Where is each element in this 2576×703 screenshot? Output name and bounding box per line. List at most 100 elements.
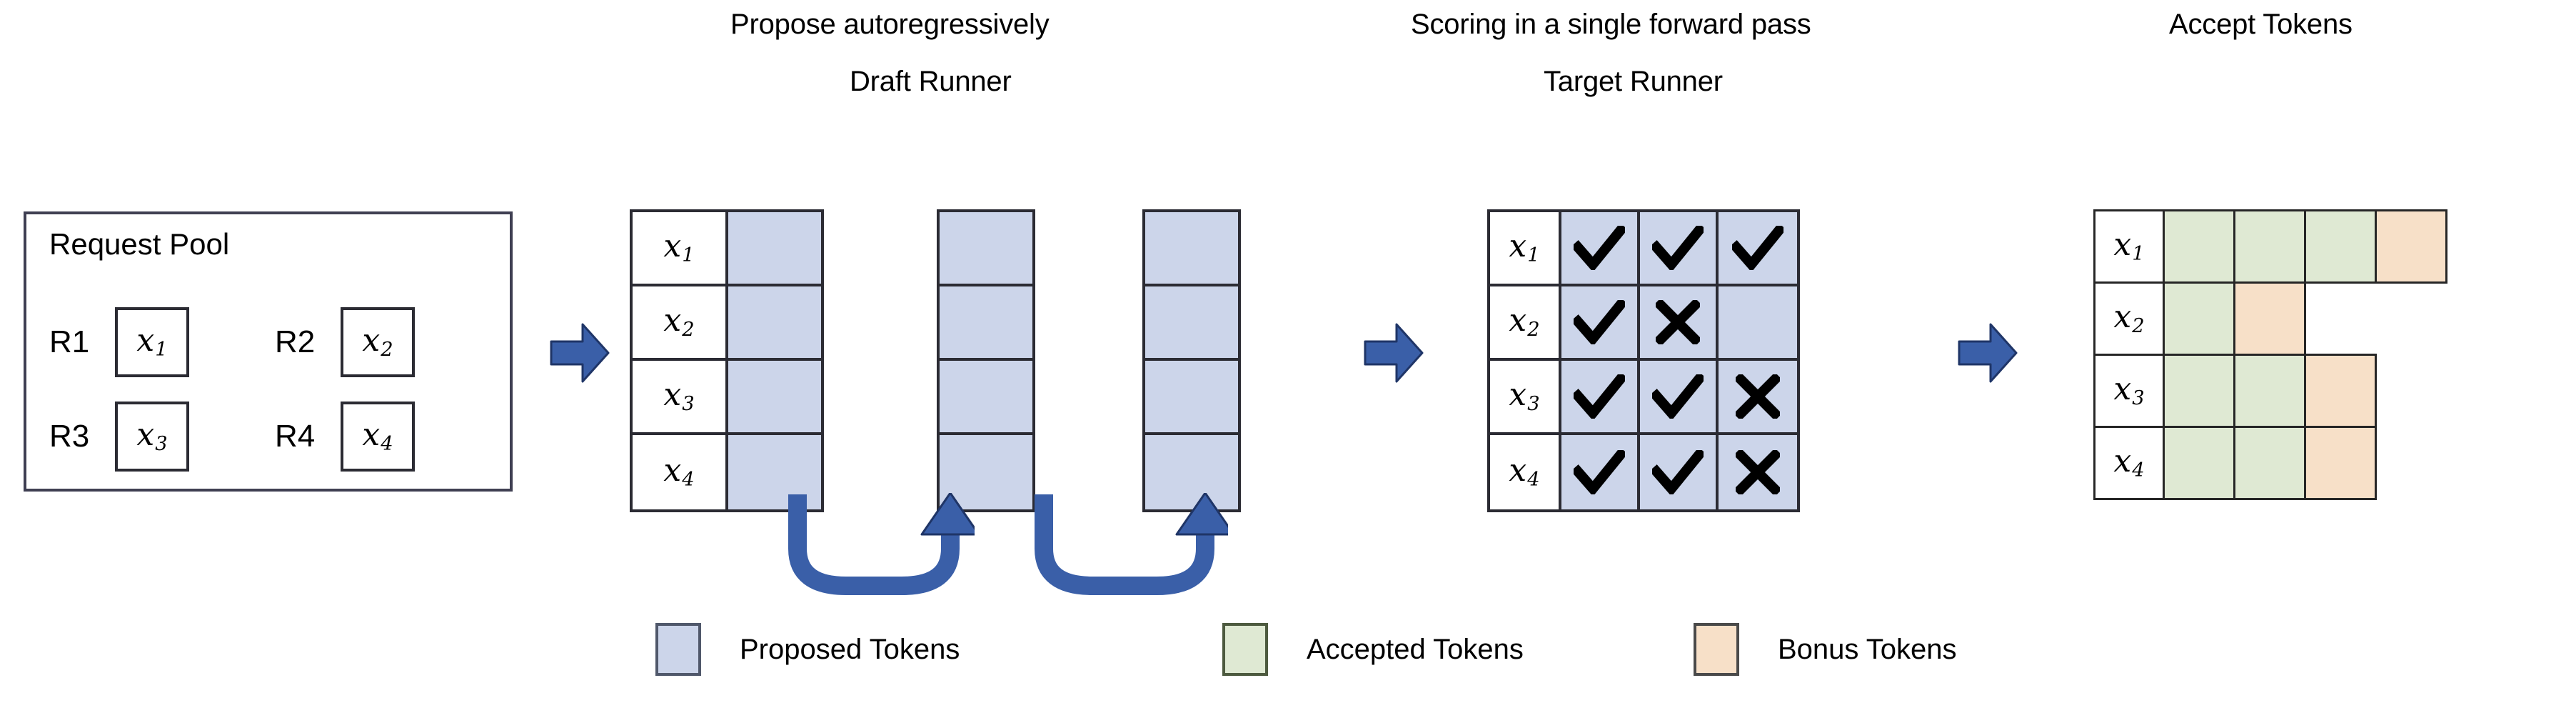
- request-token-box-r1: x1: [115, 307, 189, 377]
- draft-row-label-x4: x4: [633, 435, 725, 509]
- accept-row-x1: x1: [2093, 209, 2447, 284]
- request-label-r4: R4: [275, 419, 316, 454]
- accepted-token-cell: [2233, 354, 2306, 428]
- draft-proposal-step-3: [1142, 209, 1241, 512]
- heading-target-runner: Target Runner: [1544, 66, 1723, 97]
- request-item-r3: R3 x3: [49, 402, 189, 472]
- check-icon: [1574, 450, 1625, 494]
- accept-row-label-x3: x3: [2093, 354, 2165, 428]
- flow-arrow-target-to-accept: [1958, 320, 2018, 389]
- legend-label-accepted: Accepted Tokens: [1307, 633, 1524, 665]
- bonus-token-cell: [2375, 209, 2447, 284]
- heading-scoring-single-forward-pass: Scoring in a single forward pass: [1411, 9, 1811, 40]
- heading-accept-tokens: Accept Tokens: [2169, 9, 2353, 40]
- curved-loop-arrow-icon: [788, 492, 980, 595]
- request-label-r1: R1: [49, 324, 90, 359]
- accepted-token-cell: [2163, 354, 2235, 428]
- bonus-token-cell: [2233, 281, 2306, 356]
- recurrence-arrow-step2-to-step3: [1028, 492, 1235, 622]
- check-icon: [1574, 226, 1625, 270]
- target-score-cell-r1c2: [1640, 212, 1719, 286]
- request-item-r2: R2 x2: [275, 307, 415, 377]
- target-score-cell-r3c2: [1640, 361, 1719, 435]
- request-label-r3: R3: [49, 419, 90, 454]
- target-row-label-x1: x1: [1490, 212, 1561, 286]
- legend-swatch-bonus-icon: [1694, 623, 1739, 676]
- proposed-token-cell: [728, 212, 821, 286]
- accept-row-x3: x3: [2093, 354, 2377, 428]
- proposed-token-cell: [1145, 435, 1238, 509]
- token-x4: x4: [362, 416, 393, 456]
- target-score-cell-r4c2: [1640, 435, 1719, 509]
- draft-row-label-x2: x2: [633, 286, 725, 361]
- cross-icon: [1736, 450, 1780, 494]
- draft-row-label-x1: x1: [633, 212, 725, 286]
- proposed-token-cell: [940, 286, 1032, 361]
- target-score-cell-r2c1: [1561, 286, 1640, 361]
- accept-row-label-x2: x2: [2093, 281, 2165, 356]
- bonus-token-cell: [2304, 354, 2377, 428]
- legend-label-proposed: Proposed Tokens: [740, 633, 960, 665]
- target-score-cell-r2c3-empty: [1719, 286, 1797, 361]
- legend-swatch-accepted-icon: [1222, 623, 1268, 676]
- target-score-cell-r4c1: [1561, 435, 1640, 509]
- token-x1: x1: [136, 321, 168, 362]
- check-icon: [1652, 226, 1704, 270]
- legend-item-accepted: Accepted Tokens: [1222, 623, 1524, 676]
- legend-swatch-proposed-icon: [655, 623, 701, 676]
- accept-row-x4: x4: [2093, 426, 2377, 500]
- proposed-token-cell: [1145, 286, 1238, 361]
- accepted-token-cell: [2233, 209, 2306, 284]
- draft-row-label-x3: x3: [633, 361, 725, 435]
- accepted-token-cell: [2233, 426, 2306, 500]
- token-x3: x3: [136, 416, 168, 456]
- bonus-token-cell: [2304, 426, 2377, 500]
- request-label-r2: R2: [275, 324, 316, 359]
- proposed-token-cell: [728, 361, 821, 435]
- proposed-token-cell: [1145, 361, 1238, 435]
- target-runner-grid: x1 x2: [1487, 209, 1800, 512]
- check-icon: [1652, 450, 1704, 494]
- target-score-cell-r2c2: [1640, 286, 1719, 361]
- recurrence-arrow-step1-to-step2: [782, 492, 980, 622]
- accept-row-label-x1: x1: [2093, 209, 2165, 284]
- legend-label-bonus: Bonus Tokens: [1778, 633, 1957, 665]
- target-score-cell-r1c1: [1561, 212, 1640, 286]
- target-score-cell-r3c1: [1561, 361, 1640, 435]
- target-score-cell-r4c3: [1719, 435, 1797, 509]
- legend-item-bonus: Bonus Tokens: [1694, 623, 1957, 676]
- flow-arrow-draft-to-target: [1364, 320, 1424, 389]
- check-icon: [1574, 374, 1625, 419]
- draft-proposal-step-1: [725, 209, 824, 512]
- request-item-r1: R1 x1: [49, 307, 189, 377]
- accepted-token-cell: [2304, 209, 2377, 284]
- legend: Proposed Tokens Accepted Tokens Bonus To…: [0, 616, 2576, 684]
- check-icon: [1652, 374, 1704, 419]
- token-x2: x2: [362, 321, 393, 362]
- target-row-label-x2: x2: [1490, 286, 1561, 361]
- heading-draft-runner: Draft Runner: [850, 66, 1012, 97]
- target-row-label-x4: x4: [1490, 435, 1561, 509]
- proposed-token-cell: [728, 286, 821, 361]
- legend-item-proposed: Proposed Tokens: [655, 623, 960, 676]
- proposed-token-cell: [940, 212, 1032, 286]
- target-score-cell-r1c3: [1719, 212, 1797, 286]
- cross-icon: [1656, 300, 1700, 344]
- proposed-token-cell: [1145, 212, 1238, 286]
- accepted-token-cell: [2163, 426, 2235, 500]
- request-token-box-r2: x2: [341, 307, 415, 377]
- target-row-label-x3: x3: [1490, 361, 1561, 435]
- check-icon: [1574, 300, 1625, 344]
- proposed-token-cell: [940, 361, 1032, 435]
- request-token-box-r3: x3: [115, 402, 189, 472]
- heading-propose-autoregressively: Propose autoregressively: [730, 9, 1050, 40]
- check-icon: [1732, 226, 1783, 270]
- cross-icon: [1736, 374, 1780, 419]
- accept-row-label-x4: x4: [2093, 426, 2165, 500]
- flow-arrow-pool-to-draft: [550, 320, 610, 389]
- accepted-token-cell: [2163, 281, 2235, 356]
- request-pool-panel: Request Pool R1 x1 R2 x2 R3 x3 R4 x4: [24, 211, 513, 492]
- accept-row-x2: x2: [2093, 281, 2306, 356]
- draft-proposal-step-2: [937, 209, 1035, 512]
